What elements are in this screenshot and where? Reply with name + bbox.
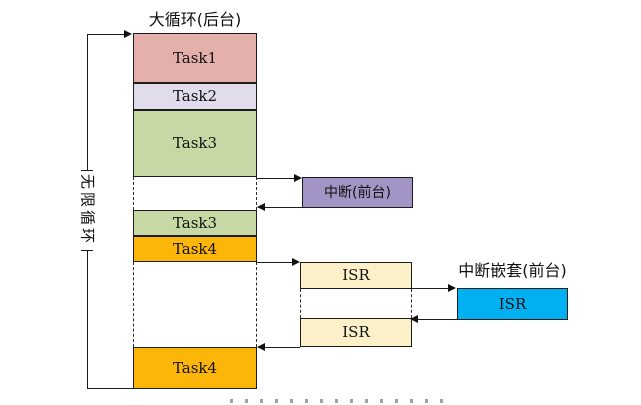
task3-label: Task3	[172, 134, 218, 152]
interrupt-call-arrowhead-icon	[294, 174, 302, 182]
task4-label: Task4	[172, 239, 218, 258]
task4-resume-box: Task4	[133, 347, 257, 389]
nested-interrupt-title: 中断嵌套(前台)	[458, 261, 567, 280]
isr-gap-left-dashed	[300, 289, 301, 318]
loop-arrowhead-icon	[124, 30, 132, 38]
task2-label: Task2	[172, 87, 218, 105]
interrupt-label: 中断(前台)	[324, 184, 391, 201]
nested-call-arrowhead-icon	[448, 284, 456, 292]
interrupt-call-line	[257, 178, 295, 179]
caption-fragment	[230, 399, 450, 403]
gap2-left-dashed	[133, 262, 134, 347]
loop-top-line	[87, 34, 124, 35]
isr-call-arrowhead-icon	[292, 258, 300, 266]
task2-box: Task2	[133, 83, 257, 110]
isr-call-line	[257, 262, 293, 263]
loop-tick-top	[81, 170, 93, 171]
isr1-box: ISR	[300, 262, 412, 289]
interrupt-box: 中断(前台)	[302, 177, 413, 208]
interrupt-return-line	[258, 207, 302, 208]
gap1-left-dashed	[133, 177, 134, 210]
loop-left-line-lower	[87, 251, 88, 388]
nested-isr-box: ISR	[457, 288, 568, 320]
isr2-box: ISR	[300, 318, 412, 347]
task4-resume-label: Task4	[172, 358, 218, 377]
interrupt-return-arrowhead-icon	[257, 203, 265, 211]
task1-label: Task1	[172, 48, 218, 67]
isr1-label: ISR	[342, 266, 370, 284]
gap1-right-dashed	[256, 177, 257, 210]
main-loop-title: 大循环(后台)	[148, 10, 242, 29]
isr2-label: ISR	[342, 323, 370, 341]
loop-bottom-line	[87, 388, 133, 389]
nested-isr-label: ISR	[498, 294, 527, 313]
infinite-loop-label: 无限循环	[78, 173, 97, 247]
nested-call-line	[412, 288, 449, 289]
task3-resume-label: Task3	[172, 213, 218, 232]
task4-box: Task4	[133, 236, 257, 262]
gap2-right-dashed	[256, 262, 257, 347]
loop-left-line-upper	[87, 34, 88, 170]
loop-tick-bottom	[81, 250, 93, 251]
isr-gap-right-dashed	[411, 289, 412, 318]
nested-return-arrowhead-icon	[410, 315, 418, 323]
task3-resume-box: Task3	[133, 210, 257, 236]
task3-box: Task3	[133, 110, 257, 177]
nested-return-line	[411, 319, 457, 320]
task1-box: Task1	[133, 33, 257, 83]
isr-return-arrowhead-icon	[257, 343, 265, 351]
isr-return-line	[258, 347, 300, 348]
